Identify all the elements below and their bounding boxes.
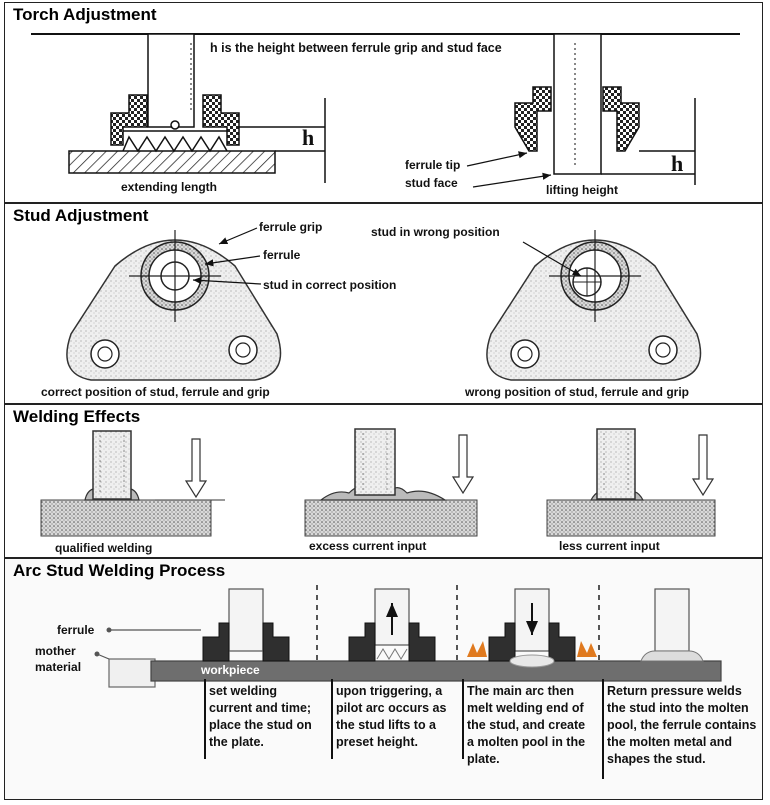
h-symbol-right: h [671,151,684,176]
workpiece-label: workpiece [201,663,260,677]
ferrule-tip-label: ferrule tip [405,158,461,172]
torch-adjustment-panel: Torch Adjustment h is the height bet [4,2,763,203]
step-2-text: upon triggering, a pilot arc occurs as t… [336,684,447,749]
stud-adjustment-panel: Stud Adjustment ferrule grip ferrule stu… [4,203,763,404]
less-current-label: less current input [559,539,660,553]
ferrule-label: ferrule [263,248,301,262]
torch-adjustment-title: Torch Adjustment [13,5,157,24]
wrong-position-caption: wrong position of stud, ferrule and grip [465,385,689,399]
correct-position-label: stud in correct position [263,278,397,292]
welding-effects-diagram [40,428,716,537]
extending-length-label: extending length [121,180,217,194]
stud-adjustment-diagram [66,227,702,381]
h-description: h is the height between ferrule grip and… [210,41,502,55]
torch-adjustment-diagram [31,33,740,188]
stud-adjustment-title: Stud Adjustment [13,206,149,225]
ferrule-label-process: ferrule [57,623,95,637]
mother-material-label: mother material [35,644,82,674]
correct-position-caption: correct position of stud, ferrule and gr… [41,385,270,399]
step-4-text: Return pressure welds the stud into the … [607,684,757,766]
arc-stud-welding-title: Arc Stud Welding Process [13,561,226,580]
arc-stud-welding-panel: Arc Stud Welding Process [4,558,763,800]
step-1-text: set welding current and time; place the … [209,684,312,749]
arc-stud-welding-diagram [94,585,722,779]
welding-effects-panel: Welding Effects qualified welding excess… [4,404,763,558]
stud-face-label: stud face [405,176,458,190]
ferrule-grip-label: ferrule grip [259,220,323,234]
lifting-height-label: lifting height [546,183,618,197]
h-symbol-left: h [302,125,315,150]
step-3-text: The main arc then melt welding end of th… [467,684,586,766]
welding-effects-title: Welding Effects [13,407,141,426]
qualified-welding-label: qualified welding [55,541,153,555]
excess-current-label: excess current input [309,539,427,553]
wrong-position-label: stud in wrong position [371,225,500,239]
